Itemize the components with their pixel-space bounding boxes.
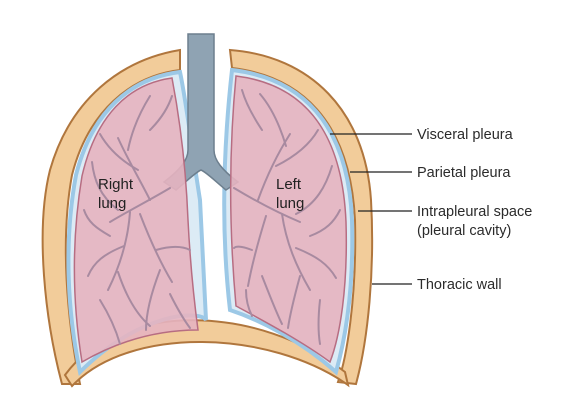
label-visceral-pleura: Visceral pleura xyxy=(417,127,514,143)
left-lung-shape xyxy=(229,75,348,364)
right-lung-bronchial-tree xyxy=(83,95,191,345)
left-lung-label-line1: Left xyxy=(276,176,302,193)
label-thoracic-wall: Thoracic wall xyxy=(417,277,502,293)
left-lung-bronchial-tree xyxy=(233,89,341,345)
right-lung xyxy=(73,77,199,364)
right-lung-label-line1: Right xyxy=(98,176,134,193)
right-lung-label-line2: lung xyxy=(98,195,126,212)
left-lung-label-line2: lung xyxy=(276,195,304,212)
label-intrapleural-space-line1: Intrapleural space xyxy=(417,204,532,220)
label-parietal-pleura: Parietal pleura xyxy=(417,165,511,181)
leader-lines xyxy=(330,133,412,285)
left-lung xyxy=(229,75,348,364)
label-intrapleural-space-line2: (pleural cavity) xyxy=(417,223,511,239)
